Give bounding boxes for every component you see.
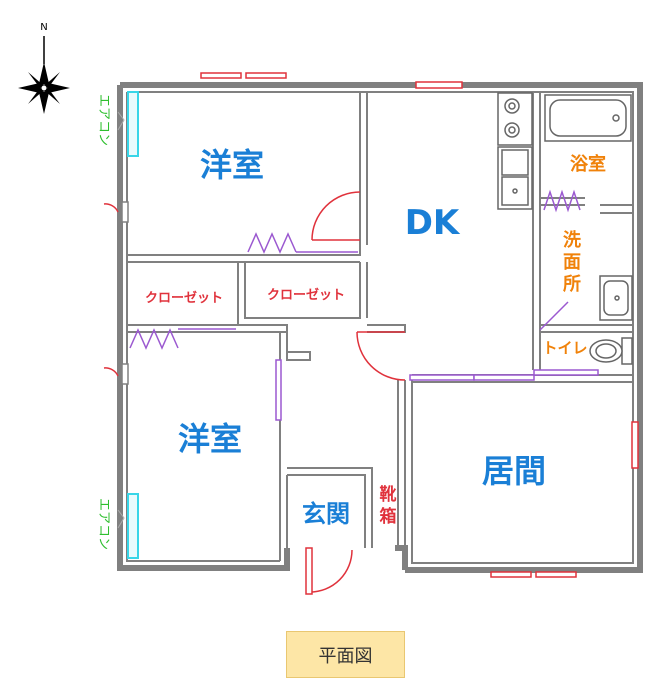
living-room-label: 居間 <box>482 452 546 490</box>
aircon-label-1: エアコン <box>96 94 111 146</box>
windows <box>200 72 639 578</box>
svg-text:靴箱: 靴箱 <box>380 484 397 527</box>
entrance-label: 玄関 <box>302 500 350 528</box>
doors <box>103 191 406 595</box>
svg-text:洗面所: 洗面所 <box>563 229 581 295</box>
north-label: N <box>40 22 47 33</box>
toilet <box>589 337 633 365</box>
western-room-1-label: 洋室 <box>200 146 264 184</box>
washbasin <box>599 275 633 321</box>
kitchen <box>497 92 533 210</box>
western-room-2-label: 洋室 <box>178 420 242 458</box>
aircon-units <box>127 91 139 559</box>
closet-2-label: クローゼット <box>267 287 345 303</box>
toilet-label: トイレ <box>542 339 587 357</box>
svg-text:エアコン: エアコン <box>96 498 111 550</box>
washroom-label: 洗面所 <box>563 229 581 295</box>
legend-label: 平面図 <box>318 645 373 667</box>
floor-plan-legend: 平面図 <box>286 631 405 678</box>
closet-1-label: クローゼット <box>145 290 223 306</box>
dk-label: DK <box>405 203 461 243</box>
bathtub <box>544 94 632 142</box>
folding-doors <box>129 189 599 421</box>
svg-text:エアコン: エアコン <box>96 94 111 146</box>
aircon-label-2: エアコン <box>96 498 111 550</box>
compass-icon: N <box>18 22 70 114</box>
shoe-box-label: 靴箱 <box>380 484 397 527</box>
bath-label: 浴室 <box>570 153 606 175</box>
